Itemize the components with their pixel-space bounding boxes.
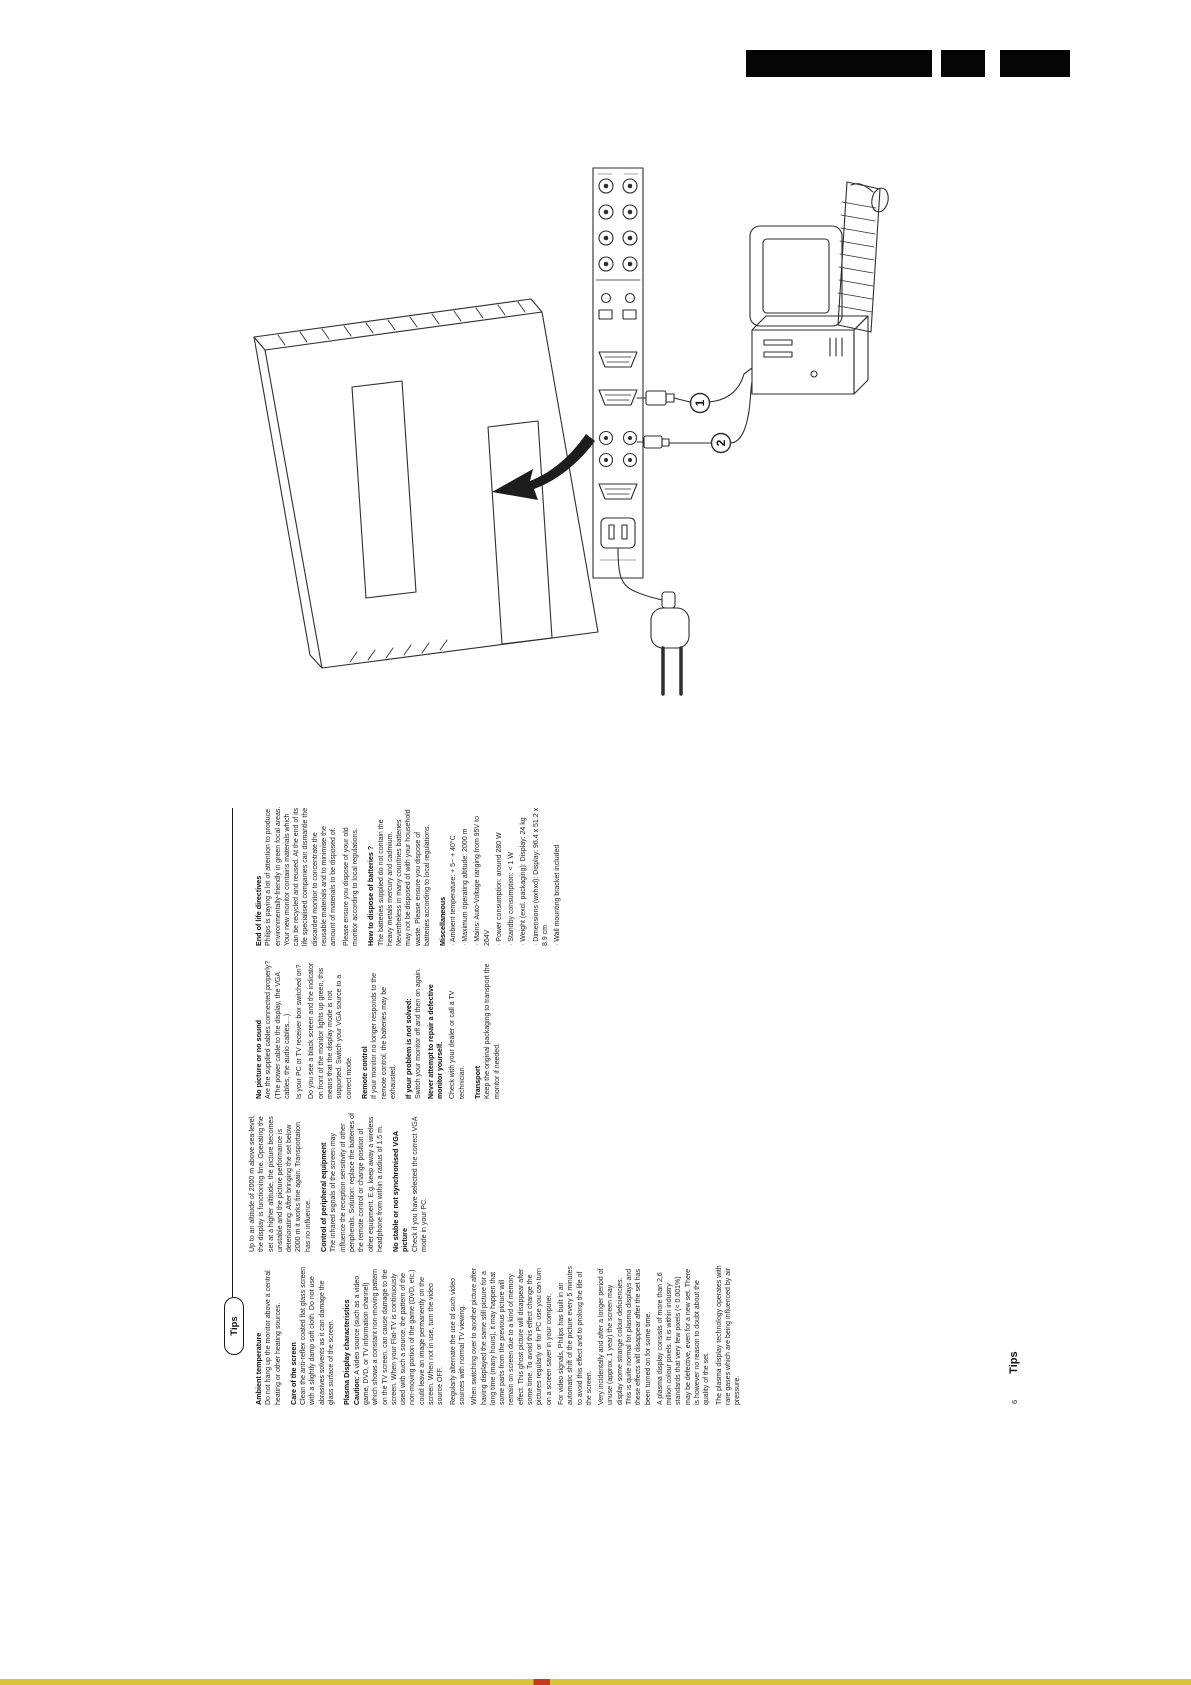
body-paragraph: Switch your monitor off and then on agai… <box>415 967 423 1099</box>
body-paragraph: The infrared signals of the screen may i… <box>330 1113 384 1252</box>
callout-1: 1 <box>689 392 711 414</box>
audio-jacks <box>598 430 638 468</box>
body-paragraph: Please ensure you dispose of your old mo… <box>342 827 359 946</box>
body-paragraph: · Mains: Auto-Voltage ranging from 95V t… <box>474 816 491 946</box>
body-paragraph: · Weight (excl. packaging): Display: 24 … <box>520 817 528 946</box>
body-paragraph: · Maximum operating altitude: 2000 m <box>461 828 469 947</box>
redaction-bar-1 <box>746 50 932 77</box>
section-heading: Care of the screen <box>288 1342 298 1405</box>
text-column-2: Up to an altitude of 2000 m above sea-le… <box>248 1112 432 1252</box>
insert-arrow <box>492 434 595 500</box>
body-paragraph: · Power consumption: around 280 W <box>495 832 503 946</box>
scan-edge-strip <box>0 1679 1191 1685</box>
vga-connector-1 <box>598 351 638 368</box>
section-heading: Remote control <box>359 1046 369 1099</box>
body-paragraph: Is your PC or TV receiver box switched o… <box>296 964 304 1099</box>
body-paragraph: The batteries supplied do not contain th… <box>377 809 432 946</box>
section-heading: If your problem is not solved: <box>404 998 414 1099</box>
body-paragraph: Never attempt to repair a defective moni… <box>427 984 445 1099</box>
connector-panel <box>592 167 644 579</box>
section-heading: Plasma Display characteristics <box>342 1299 352 1405</box>
monitor <box>749 225 843 327</box>
body-paragraph: A plasma display consists of more than 2… <box>656 1268 711 1405</box>
rca-jacks <box>598 178 638 272</box>
page-footer: 6 Tips <box>1008 1351 1020 1404</box>
tips-header-rule <box>232 808 234 1297</box>
section-heading: Ambient temperature <box>254 1332 263 1405</box>
body-paragraph: Do you see a black screen and the indica… <box>308 962 353 1099</box>
body-paragraph: The plasma display technology operates w… <box>715 1265 742 1405</box>
body-paragraph: Very incidentally and after a longer per… <box>598 1268 652 1405</box>
section-heading: End of life directives <box>254 875 263 946</box>
callout-2: 2 <box>710 432 732 454</box>
section-heading: How to dispose of batteries ? <box>366 845 376 946</box>
section-heading: No stable or not synchronised VGA pictur… <box>391 1131 410 1252</box>
cables <box>617 367 753 696</box>
page-number: 6 <box>1010 1399 1019 1404</box>
redaction-bar-2 <box>941 50 985 77</box>
body-paragraph: · Ambient temperature: + 5~ + 40°C <box>449 835 457 946</box>
tips-capsule-label: Tips <box>228 1316 240 1336</box>
body-paragraph: · Dimensions (wxhxd): Display: 96.4 x 51… <box>532 807 550 946</box>
vga-cable <box>636 367 753 406</box>
body-paragraph: For video signals, Philips has built in … <box>557 1266 593 1405</box>
body-paragraph: Up to an altitude of 2000 m above sea-le… <box>249 1115 312 1252</box>
connection-diagram: 1 2 <box>253 167 889 696</box>
redaction-bar-3 <box>1000 50 1070 77</box>
section-heading: No picture or no sound <box>254 1019 263 1099</box>
body-paragraph: Do not hang up the monitor above a centr… <box>265 1270 282 1405</box>
computer <box>749 181 889 395</box>
power-cable <box>617 547 690 696</box>
body-paragraph: Keep the original packaging to transport… <box>484 963 501 1099</box>
body-paragraph: Check with your dealer or call a TV tech… <box>449 990 466 1099</box>
body-paragraph: Clean the anti-reflex coated flat glass … <box>300 1266 336 1405</box>
section-heading: Transport <box>472 1065 482 1099</box>
plasma-tv-rear <box>253 298 599 669</box>
power-plug <box>650 591 690 696</box>
footer-section-title: Tips <box>1008 1351 1020 1374</box>
callout-1-number: 1 <box>693 399 707 406</box>
body-paragraph: · Wall mounting bracket included <box>554 844 562 946</box>
tower <box>751 315 869 395</box>
audio-cable <box>636 381 753 449</box>
body-paragraph: Philips is paying a lot of attention to … <box>265 806 338 946</box>
body-paragraph: When switching over to another picture a… <box>471 1268 553 1405</box>
vga-connector-3 <box>598 483 638 500</box>
tips-capsule: Tips <box>224 1297 244 1355</box>
body-paragraph: · Standby consumption: < 1 W <box>508 852 516 946</box>
mouse <box>850 183 889 213</box>
body-paragraph: If your monitor no longer responds to th… <box>371 972 397 1099</box>
section-heading: Miscellaneous <box>438 896 448 946</box>
body-paragraph: Check if you have selected the correct V… <box>411 1116 429 1252</box>
body-paragraph: Are the supplied cables connected proper… <box>265 960 291 1099</box>
callout-2-number: 2 <box>714 439 728 446</box>
body-paragraph: Caution: A video source (such as a video… <box>353 1268 445 1405</box>
vga-connector-2 <box>598 389 638 406</box>
section-heading: Control of peripheral equipment <box>319 1142 329 1252</box>
body-paragraph: Regularly alternate the use of such vide… <box>449 1278 466 1405</box>
keyboard <box>837 181 881 333</box>
